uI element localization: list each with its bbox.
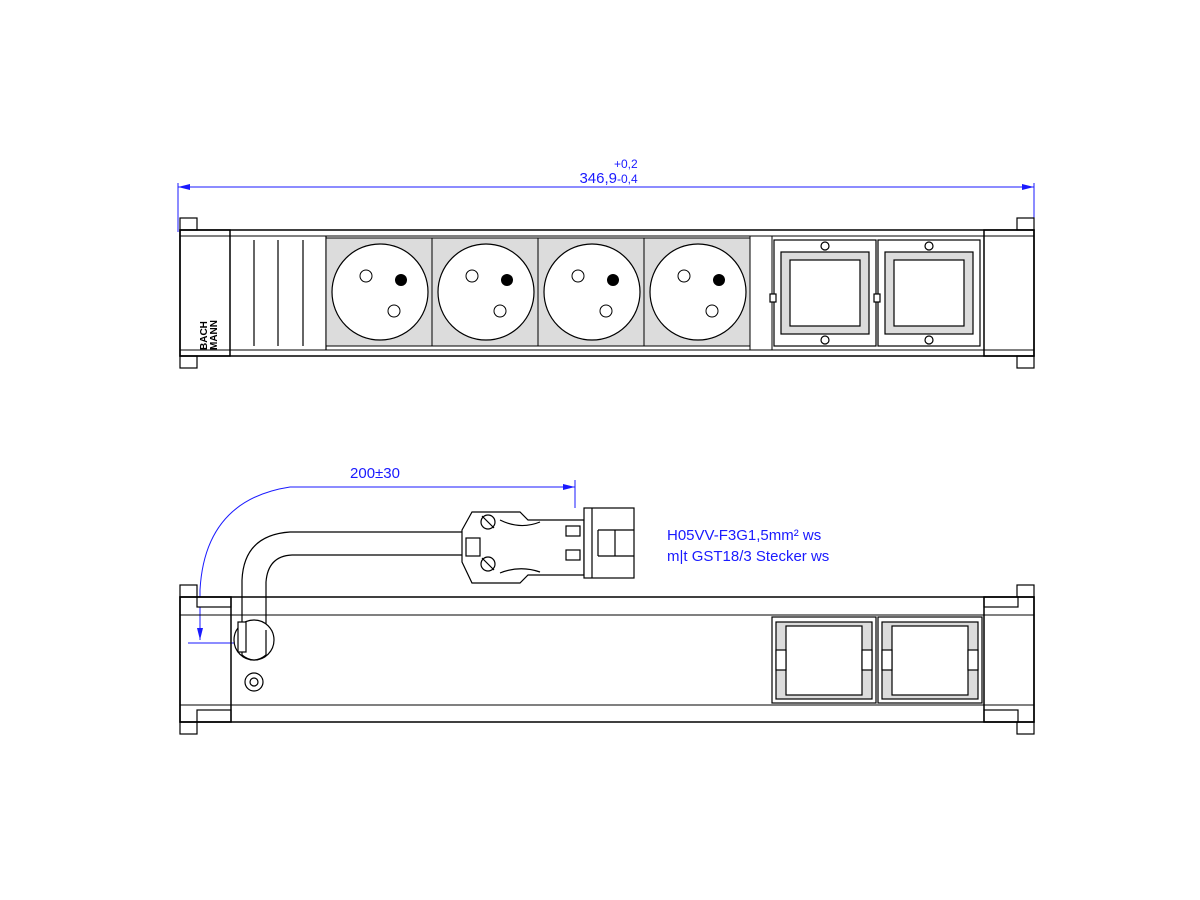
french-socket-icon bbox=[643, 237, 751, 347]
cable-gland bbox=[233, 619, 275, 692]
keystone-module-icon bbox=[877, 616, 983, 704]
french-socket-icon bbox=[431, 237, 539, 347]
cable-spec-line1: H05VV-F3G1,5mm² ws bbox=[667, 527, 821, 544]
side-view: 200±30 H05VV-F3G1,5mm² ws bbox=[179, 465, 1035, 735]
gst18-plug-icon bbox=[461, 507, 635, 584]
cable-length-value: 200±30 bbox=[350, 465, 400, 482]
brand-logo-mann: MANN bbox=[209, 320, 220, 350]
keystone-module-icon bbox=[873, 239, 981, 347]
side-right-end-cap bbox=[983, 596, 1035, 723]
cable-spec-line2: m|t GST18/3 Stecker ws bbox=[667, 548, 829, 565]
side-data-module-group bbox=[771, 616, 983, 704]
right-end-cap bbox=[983, 229, 1035, 357]
cable-length-dimension: 200±30 bbox=[188, 465, 576, 644]
cable bbox=[241, 531, 465, 650]
width-dimension: 346,9 +0,2 -0,4 bbox=[177, 157, 1035, 232]
mounting-tabs-side bbox=[179, 584, 1035, 735]
socket-group bbox=[325, 236, 773, 350]
french-socket-icon bbox=[325, 237, 433, 347]
data-module-group bbox=[769, 239, 981, 347]
tolerance-upper: +0,2 bbox=[614, 157, 638, 171]
french-socket-icon bbox=[537, 237, 645, 347]
brand-logo-bach: BACH bbox=[199, 321, 210, 350]
blank-panel bbox=[253, 236, 327, 350]
tolerance-lower: -0,4 bbox=[617, 172, 638, 186]
keystone-module-icon bbox=[771, 616, 877, 704]
top-view: 346,9 +0,2 -0,4 BACH MANN bbox=[177, 157, 1035, 369]
width-value: 346,9 bbox=[579, 170, 617, 187]
left-end-cap: BACH MANN bbox=[179, 229, 231, 357]
side-left-end-cap bbox=[179, 596, 232, 723]
mounting-tabs-top bbox=[179, 217, 1035, 369]
keystone-module-icon bbox=[769, 239, 877, 347]
